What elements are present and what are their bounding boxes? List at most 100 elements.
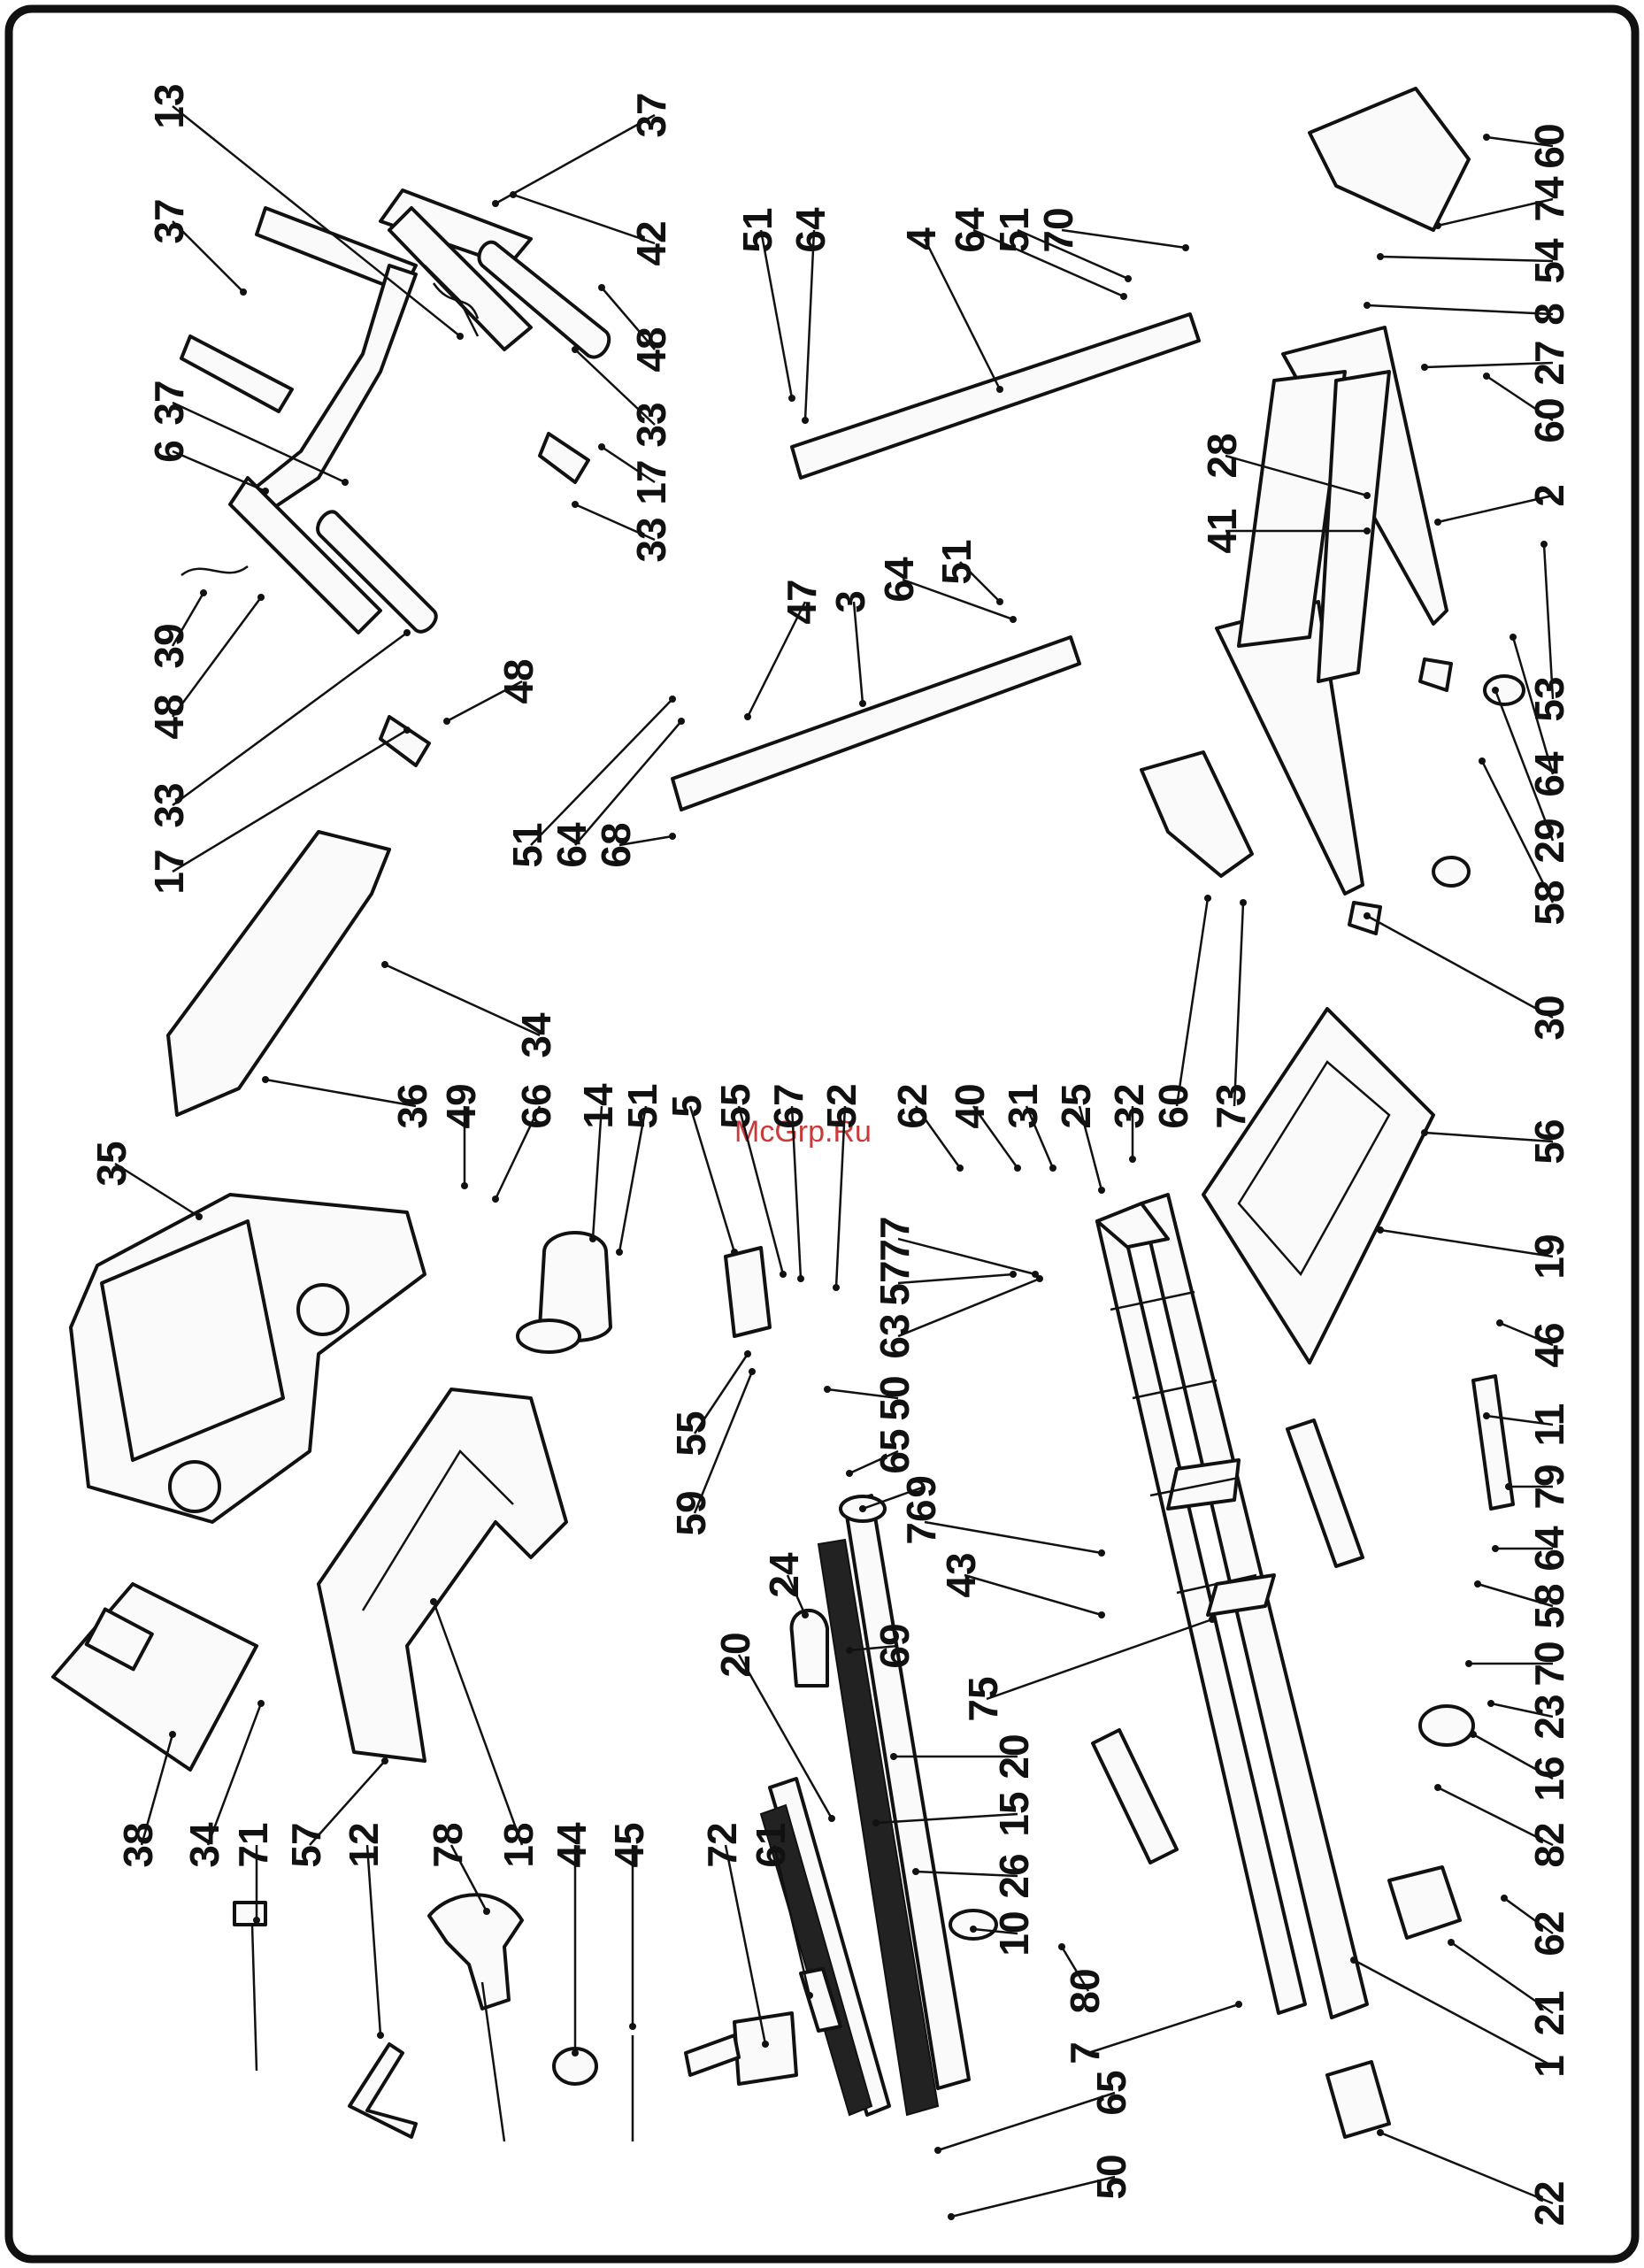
part-number-c69: 69 (872, 1623, 918, 1668)
part-number-c82: 82 (1526, 1822, 1572, 1867)
leader-dot-c55b (744, 1350, 751, 1357)
part-number-c32: 32 (1106, 1083, 1152, 1128)
leader-line-c61 (772, 1844, 811, 1996)
leader-dot-c52 (833, 1284, 840, 1291)
leader-dot-c29 (1492, 687, 1499, 694)
part-number-c70b: 70 (1526, 1641, 1572, 1686)
leader-line-c40 (972, 1105, 1019, 1169)
leader-line-c67 (790, 1105, 803, 1280)
leader-dot-c61 (806, 1992, 813, 1999)
part-number-c77: 77 (872, 1216, 918, 1261)
leader-dot-c49 (461, 1182, 468, 1189)
part-number-c78: 78 (425, 1822, 471, 1867)
leader-dot-c53 (1540, 541, 1548, 548)
part-number-c74: 74 (1526, 176, 1572, 222)
leader-dot-c55a (780, 1271, 787, 1278)
part-number-c37a: 37 (628, 92, 674, 137)
leader-dot-c51d (669, 696, 676, 703)
leader-line-c69 (849, 1644, 899, 1652)
leader-line-c25 (1078, 1105, 1103, 1191)
leader-line-c13 (172, 105, 461, 337)
safety-key-71 (233, 1901, 267, 1926)
leader-dot-c12 (377, 2032, 384, 2039)
part-number-c49: 49 (438, 1083, 484, 1128)
leader-line-c30 (1366, 914, 1554, 1019)
part-number-c20a: 20 (712, 1632, 758, 1677)
leader-line-c33c (172, 631, 408, 807)
part-number-c33a: 33 (628, 402, 674, 447)
part-number-c34a: 34 (513, 1012, 559, 1058)
leader-line-c55a (737, 1105, 785, 1275)
leader-line-c29 (1494, 689, 1555, 842)
part-number-c30: 30 (1526, 995, 1572, 1040)
part-number-c10: 10 (991, 1911, 1037, 1956)
leader-dot-c51a (788, 395, 795, 402)
leader-line-c1 (1353, 1958, 1554, 2068)
leader-dot-c20b (890, 1753, 897, 1760)
leader-dot-c60a (1483, 134, 1490, 141)
leader-line-c51c (959, 561, 1001, 603)
leader-dot-c76 (1098, 1549, 1105, 1557)
console-35 (69, 1193, 426, 1524)
part-number-c31: 31 (1000, 1083, 1046, 1128)
leader-dot-c46 (1496, 1319, 1503, 1326)
leader-dot-c33a (572, 346, 579, 353)
leader-dot-c17b (403, 727, 411, 734)
part-number-c27: 27 (1526, 340, 1572, 385)
leader-line-c66 (494, 1105, 542, 1200)
leader-dot-c14 (589, 1235, 596, 1242)
leader-dot-c19 (1377, 1226, 1384, 1234)
leader-dot-c74 (1434, 222, 1441, 229)
leader-dot-c70a (1182, 244, 1189, 251)
part-number-c60c: 60 (1150, 1083, 1196, 1128)
leader-dot-c51b (1125, 275, 1132, 282)
leader-line-c37b (172, 220, 244, 293)
part-number-c61: 61 (748, 1822, 794, 1867)
leader-dot-c28 (1364, 492, 1371, 499)
leader-line-c59 (693, 1371, 754, 1514)
leader-line-c11 (1486, 1414, 1554, 1426)
leader-dot-c64c (1010, 616, 1017, 623)
motor-hood-74 (1308, 87, 1471, 232)
upright-3 (671, 635, 1081, 811)
leader-line-c34b (206, 1703, 263, 1846)
end-cap-30b (1418, 657, 1453, 692)
leader-dot-c77 (1032, 1271, 1039, 1278)
leader-line-c2 (1437, 494, 1554, 524)
part-number-c64c: 64 (876, 557, 922, 603)
part-number-c43: 43 (938, 1552, 984, 1597)
leader-dot-c60b (1483, 373, 1490, 380)
wheel-16 (1418, 1704, 1475, 1747)
part-number-c50b: 50 (1088, 2154, 1134, 2199)
foot-29b (1432, 856, 1471, 888)
leader-line-c3 (852, 601, 864, 704)
part-number-c12: 12 (341, 1822, 387, 1867)
part-number-c37c: 37 (146, 380, 192, 425)
leader-line-c17b (172, 728, 408, 873)
leader-line-c55b (693, 1353, 749, 1434)
leader-line-c31 (1025, 1105, 1055, 1169)
leader-line-c19 (1379, 1228, 1554, 1258)
part-number-c58a: 58 (1526, 880, 1572, 925)
leader-dot-c64d (678, 718, 685, 725)
part-number-c6: 6 (146, 440, 192, 463)
leader-line-c74 (1437, 197, 1554, 227)
leader-line-c33a (574, 349, 656, 426)
part-number-c35: 35 (88, 1141, 134, 1186)
leader-dot-c24 (802, 1611, 809, 1618)
leader-line-c60b (1486, 374, 1554, 422)
part-number-c51a: 51 (734, 207, 780, 252)
leader-dot-c38 (169, 1731, 176, 1738)
part-number-c60b: 60 (1526, 397, 1572, 442)
side-trim-61 (799, 1967, 842, 2033)
leader-line-c51e (618, 1105, 648, 1253)
leader-dot-c27 (1421, 364, 1428, 371)
leader-dot-c37c (342, 479, 349, 486)
leader-line-c60c (1175, 897, 1210, 1107)
leader-line-c56 (1424, 1131, 1554, 1143)
part-number-c29: 29 (1526, 818, 1572, 863)
leader-dot-c66 (492, 1196, 499, 1203)
leader-line-c34a (384, 963, 541, 1037)
leader-line-c51d (530, 698, 673, 846)
leader-line-c64c (902, 578, 1014, 621)
